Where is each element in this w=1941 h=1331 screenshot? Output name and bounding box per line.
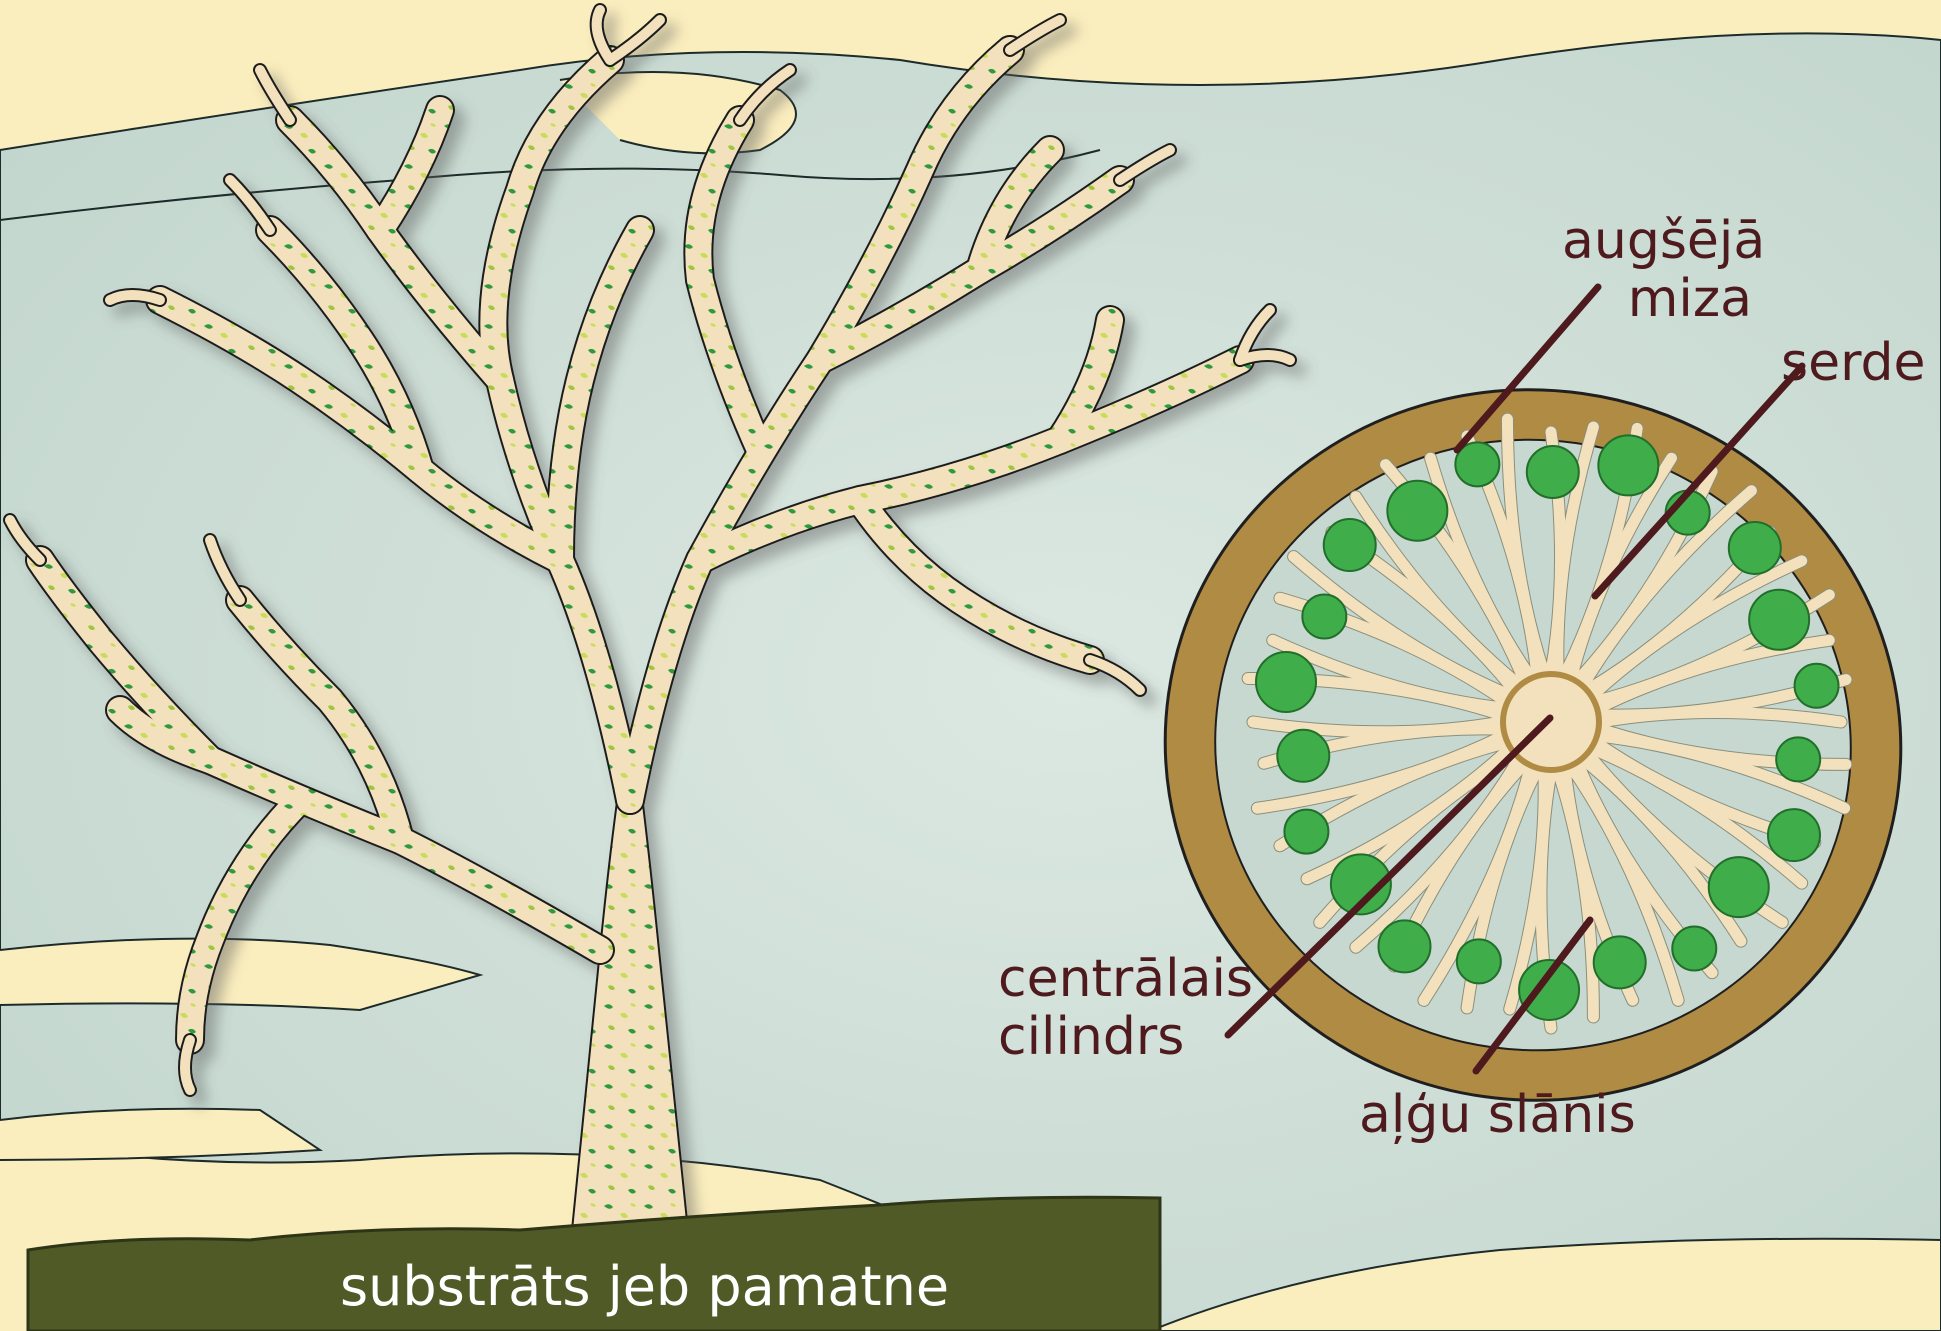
algal-cell	[1457, 939, 1501, 983]
label-substrate: substrāts jeb pamatne	[340, 1258, 949, 1316]
label-medulla: serde	[1781, 334, 1926, 392]
algal-cell	[1284, 810, 1328, 854]
label-upper-cortex: augšējā miza	[1562, 212, 1752, 328]
algal-cell	[1768, 809, 1820, 861]
label-central-cylinder-line-2: cilindrs	[998, 1008, 1253, 1066]
algal-cell	[1324, 519, 1376, 571]
algal-cell	[1598, 435, 1658, 495]
algal-cell	[1256, 652, 1316, 712]
algal-cell	[1527, 446, 1579, 498]
label-upper-cortex-line-1: augšējā	[1562, 212, 1752, 270]
algal-cell	[1776, 737, 1820, 781]
algal-cell	[1709, 857, 1769, 917]
algal-cell	[1594, 936, 1646, 988]
algal-cell	[1277, 730, 1329, 782]
algal-cell	[1672, 926, 1716, 970]
algal-cell	[1302, 595, 1346, 639]
label-central-cylinder-line-1: centrālais	[998, 950, 1253, 1008]
label-central-cylinder: centrālais cilindrs	[998, 950, 1253, 1066]
algal-cell	[1378, 920, 1430, 972]
algal-cell	[1729, 522, 1781, 574]
label-upper-cortex-line-2: miza	[1562, 270, 1752, 328]
algal-cell	[1749, 590, 1809, 650]
algal-cell	[1387, 481, 1447, 541]
algal-cell	[1795, 664, 1839, 708]
label-algal-layer: aļģu slānis	[1359, 1086, 1636, 1144]
